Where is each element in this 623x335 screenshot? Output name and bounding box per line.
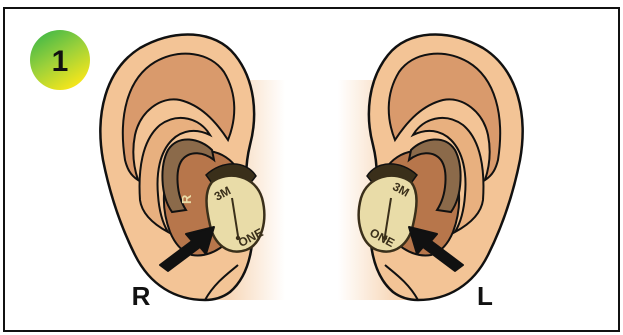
step-badge: 1 — [30, 30, 90, 90]
step-number: 1 — [52, 45, 69, 78]
right-stem-letter: R — [179, 194, 194, 204]
left-ear — [338, 34, 523, 300]
right-ear — [100, 34, 285, 300]
panel-frame — [4, 8, 619, 331]
right-side-label: R — [132, 281, 151, 311]
left-side-label: L — [477, 281, 493, 311]
